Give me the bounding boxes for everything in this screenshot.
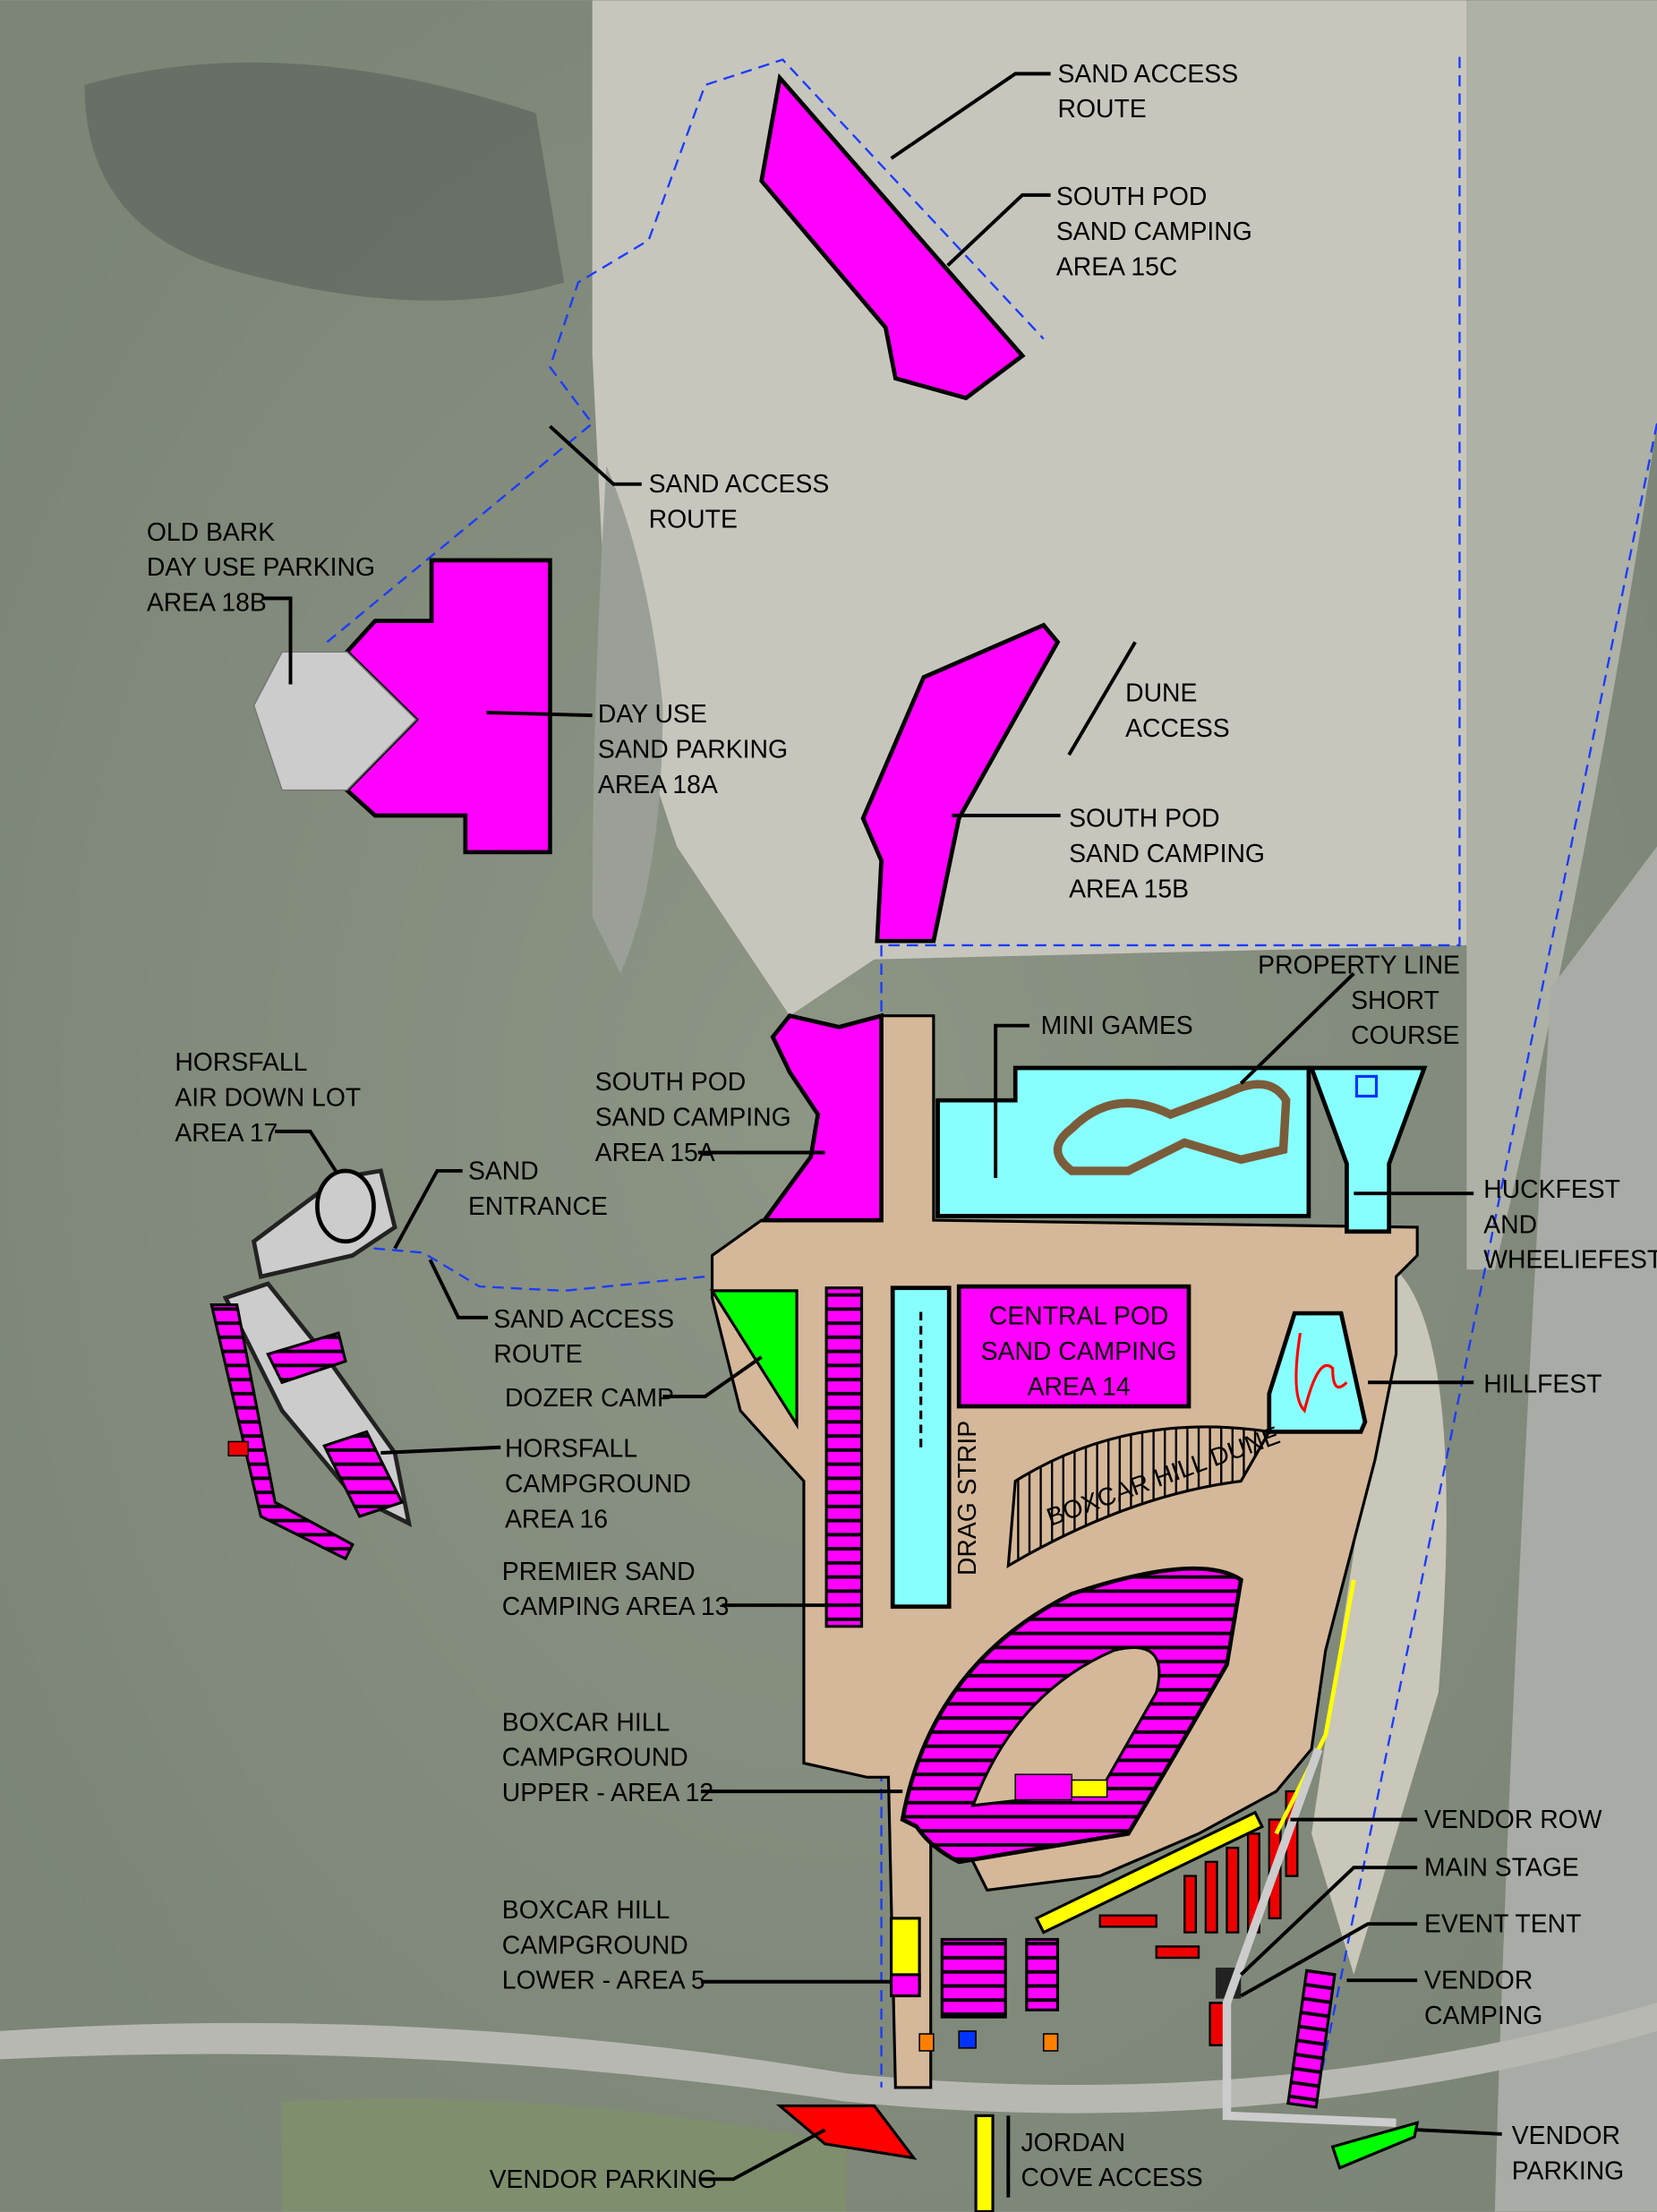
dozer-camp-shape[interactable] xyxy=(709,1289,799,1430)
area-18a-shape[interactable] xyxy=(344,558,552,855)
short-course-track xyxy=(1053,1080,1291,1175)
area-13-shape[interactable] xyxy=(824,1286,864,1628)
huckfest-shape[interactable] xyxy=(1308,1065,1428,1234)
vendor-camping-shape[interactable] xyxy=(1286,1969,1337,2109)
area-5-shape[interactable] xyxy=(890,1973,921,1998)
central-pad xyxy=(710,1014,1419,2089)
label-mini-games: MINI GAMES xyxy=(1041,1012,1193,1040)
area-15a-shape[interactable] xyxy=(760,1012,884,1223)
label-drag-strip: DRAG STRIP xyxy=(953,1421,982,1576)
vendor-parking-left-shape[interactable] xyxy=(775,2104,918,2160)
area-14-shape[interactable] xyxy=(956,1284,1192,1409)
vendor-parking-right-shape[interactable] xyxy=(1330,2121,1420,2170)
area-16-shape[interactable] xyxy=(209,1303,354,1561)
label-property-line: PROPERTY LINE xyxy=(1258,951,1460,979)
area-15c-shape[interactable] xyxy=(759,73,1026,401)
area-18b-lot[interactable] xyxy=(252,651,417,791)
area-17-shape[interactable] xyxy=(315,1168,376,1244)
vendor-row-shape[interactable] xyxy=(1034,1810,1265,1934)
label-main-stage: MAIN STAGE xyxy=(1424,1854,1579,1883)
mini-games-shape[interactable] xyxy=(935,1065,1311,1218)
label-event-tent: EVENT TENT xyxy=(1424,1910,1581,1939)
label-hillfest: HILLFEST xyxy=(1483,1370,1601,1398)
leader-lines xyxy=(262,72,1502,2198)
jordan-cove-access-shape[interactable] xyxy=(974,2114,995,2212)
area-15b-shape[interactable] xyxy=(860,622,1061,944)
label-vendor-row: VENDOR ROW xyxy=(1424,1806,1602,1834)
boxcar-hill-dune xyxy=(1006,1425,1272,1568)
label-dozer-camp: DOZER CAMP xyxy=(505,1384,674,1413)
label-vendor-parking-left: VENDOR PARKING xyxy=(490,2165,718,2194)
